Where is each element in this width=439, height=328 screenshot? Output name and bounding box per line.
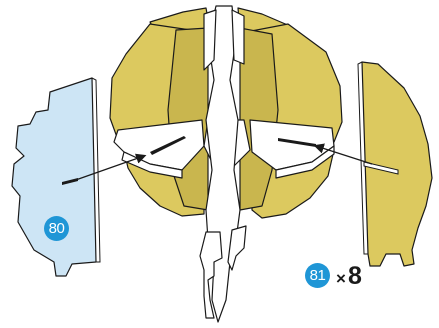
quantity-sign: × [336, 269, 346, 288]
quantity-label: ×8 [336, 262, 362, 290]
part-80-badge: 80 [44, 216, 69, 241]
quantity-value: 8 [348, 262, 362, 290]
spine-notch-right [232, 10, 244, 64]
part-81-badge: 81 [305, 263, 330, 288]
